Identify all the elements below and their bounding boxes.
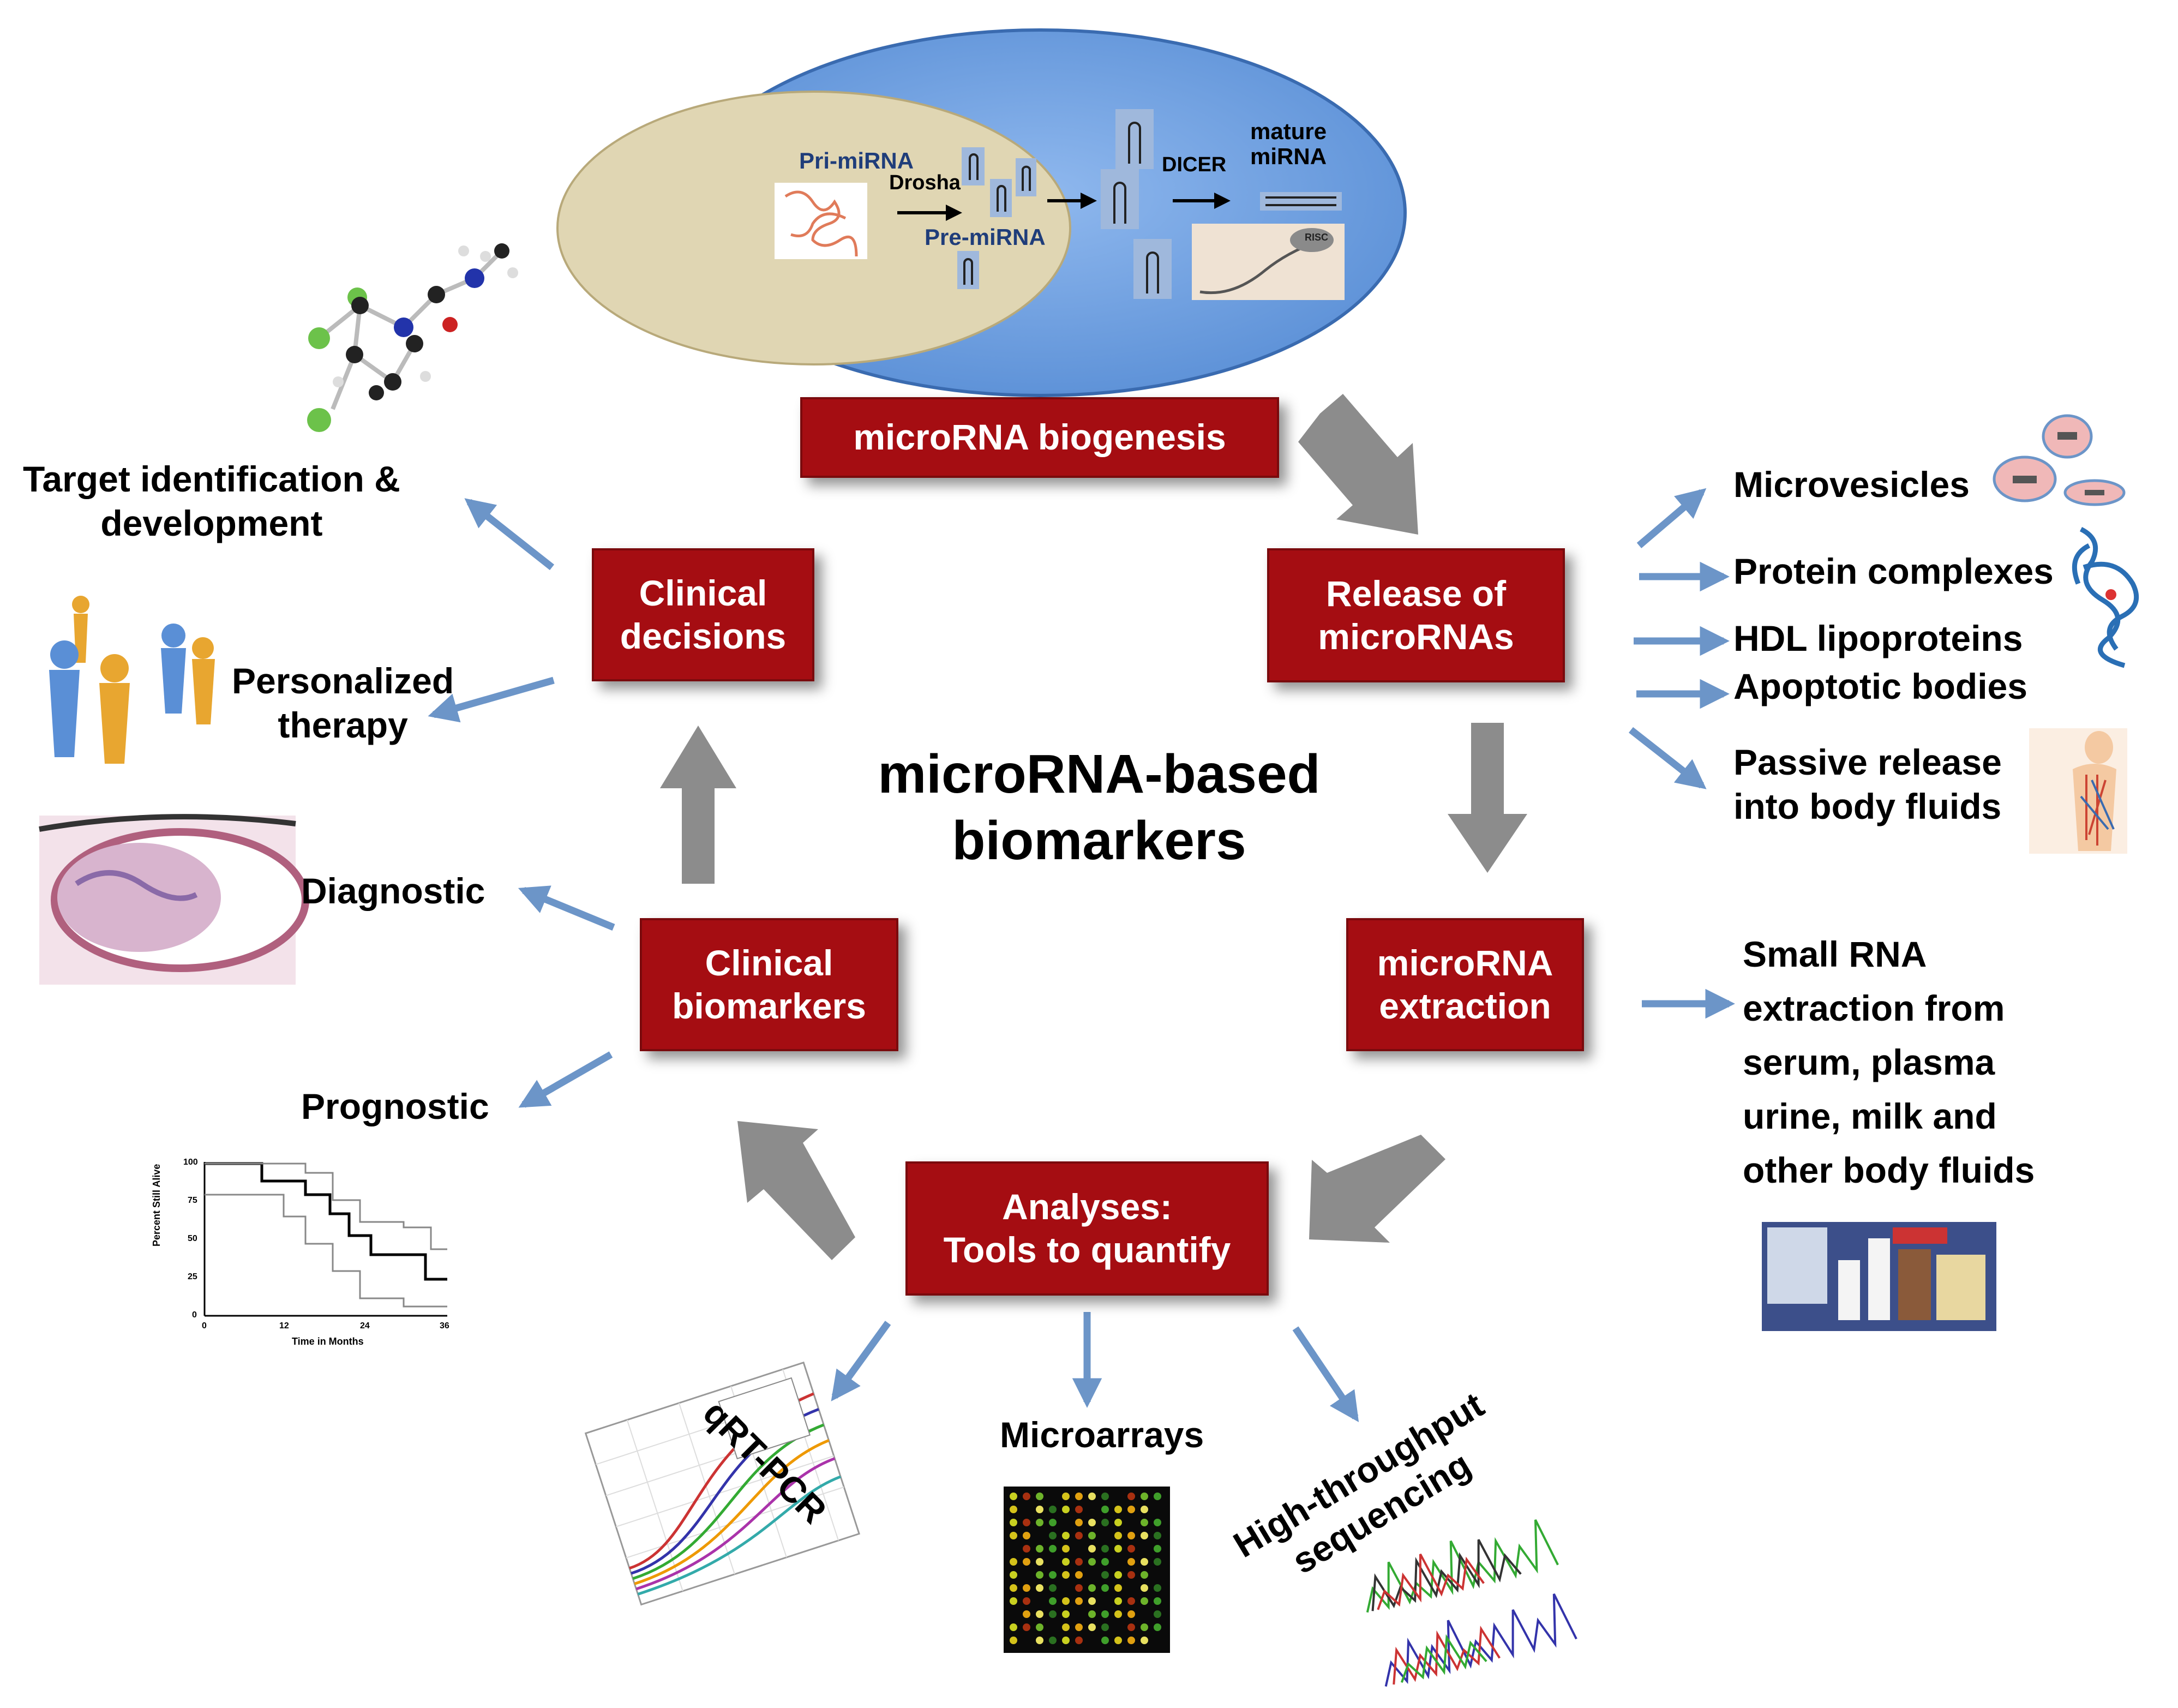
label-hdl-lipoproteins: HDL lipoproteins [1733, 618, 2023, 658]
dicer-label: DICER [1162, 153, 1227, 176]
km-ytick: 75 [188, 1196, 197, 1205]
label-passive-release: Passive release into body fluids [1733, 742, 2002, 826]
km-xtick: 12 [279, 1321, 289, 1331]
km-xtick: 36 [440, 1321, 449, 1331]
km-ytick: 0 [192, 1310, 197, 1320]
drug-molecule-icon [307, 243, 518, 432]
km-xtick: 24 [360, 1321, 370, 1331]
protein-complex-icon [2072, 526, 2139, 668]
arrow-to-diagnostic [518, 885, 615, 931]
microvesicle-icons [1993, 414, 2126, 506]
sequencing-chromatogram [1366, 1519, 1577, 1687]
arrow-to-qrtpcr [831, 1321, 891, 1401]
arrow-to-personalized [428, 676, 555, 723]
risc-complex-icon [1192, 224, 1345, 300]
pri-mirna-strand-icon [775, 183, 867, 259]
risc-label: RISC [1305, 232, 1329, 243]
km-ytick: 100 [183, 1158, 198, 1167]
pre-mirna-label: Pre-miRNA [925, 224, 1046, 250]
node-release-of-micrornas: Release of microRNAs [1267, 548, 1565, 682]
gray-arrow-release-to-extraction [1448, 723, 1527, 873]
node-clinical-biomarkers: Clinical biomarkers [640, 918, 898, 1051]
arrow-to-microvesicles [1636, 488, 1707, 548]
label-target-identification: Target identification & development [23, 459, 400, 543]
qrtpcr-plot [584, 1361, 860, 1606]
km-xtick: 0 [202, 1321, 207, 1331]
mature-mirna-duplex-icon [1260, 192, 1342, 211]
node-microrna-extraction: microRNA extraction [1346, 918, 1584, 1051]
people-silhouettes-icon [49, 596, 215, 764]
label-microarrays: Microarrays [1000, 1415, 1204, 1455]
arrow-to-prognostic [518, 1051, 613, 1108]
label-microvesicles: Microvesicles [1733, 464, 1970, 505]
km-plot [203, 1162, 447, 1317]
node-clinical-decisions: Clinical decisions [592, 548, 814, 681]
mature-mirna-label: mature miRNA [1250, 118, 1327, 170]
label-protein-complexes: Protein complexes [1733, 551, 2054, 591]
histology-image [39, 814, 309, 985]
label-extraction-details: Small RNA extraction from serum, plasma … [1743, 934, 2035, 1190]
node-microrna-biogenesis: microRNA biogenesis [800, 397, 1279, 478]
km-ytick: 50 [188, 1234, 197, 1243]
label-personalized-therapy: Personalized therapy [232, 661, 454, 745]
label-prognostic: Prognostic [301, 1086, 489, 1126]
arrow-to-passive [1628, 727, 1707, 789]
microarray-image [1004, 1487, 1170, 1653]
km-ylabel: Percent Still Alive [151, 1164, 162, 1246]
pri-mirna-label: Pri-miRNA [799, 148, 914, 173]
body-circulation-icon [2029, 728, 2127, 854]
gray-arrow-analyses-to-biomarkers [737, 1121, 855, 1260]
center-title: microRNA-based biomarkers [878, 744, 1321, 871]
hairpin-icons [957, 109, 1172, 299]
drosha-label: Drosha [889, 171, 961, 194]
label-apoptotic-bodies: Apoptotic bodies [1733, 666, 2027, 706]
extraction-kit-photo [1762, 1222, 1996, 1331]
arrow-to-target [464, 498, 555, 571]
node-analyses: Analyses: Tools to quantify [905, 1161, 1269, 1296]
gray-arrow-biomarkers-to-decisions [660, 726, 736, 884]
km-xlabel: Time in Months [292, 1336, 364, 1347]
gray-arrow-extraction-to-analyses [1309, 1135, 1445, 1243]
label-diagnostic: Diagnostic [301, 871, 485, 911]
arrow-to-hts [1292, 1326, 1359, 1423]
blue-arrows [428, 488, 1735, 1423]
km-ytick: 25 [188, 1272, 197, 1281]
gray-cycle-arrows [660, 394, 1527, 1260]
gray-arrow-biogenesis-to-release [1298, 394, 1418, 535]
